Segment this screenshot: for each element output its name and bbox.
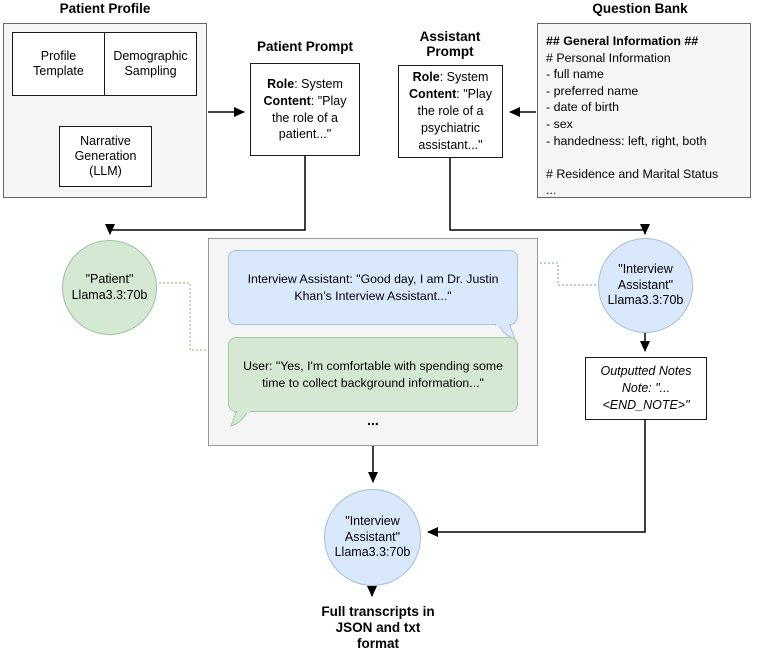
assistant-message-bubble: Interview Assistant: "Good day, I am Dr.… <box>228 250 518 325</box>
patient-prompt-title: Patient Prompt <box>256 39 353 54</box>
interview-agent-name: "Interview Assistant" <box>617 262 674 292</box>
profile-template-box: Profile Template <box>12 32 105 96</box>
interview-agent-model: Llama3.3:70b <box>607 293 684 308</box>
question-bank-line <box>546 149 750 166</box>
assistant-prompt-title: Assistant Prompt <box>419 29 481 59</box>
interview-agent-text: "Interview Assistant" Llama3.3:70b <box>606 262 686 309</box>
question-bank-line: - handedness: left, right, both <box>546 133 707 148</box>
question-bank-line: ... <box>546 183 557 198</box>
narrative-generation-label: Narrative Generation (LLM) <box>74 133 137 179</box>
notes-agent-name: "Interview Assistant" <box>344 514 401 544</box>
assistant-message-text: Interview Assistant: "Good day, I am Dr.… <box>247 271 499 303</box>
patient-agent-circle: "Patient" Llama3.3:70b <box>62 240 157 335</box>
patient-profile-title: Patient Profile <box>59 1 151 16</box>
outputted-notes-box: Outputted Notes Note: "... <END_NOTE>" <box>585 357 707 420</box>
question-bank-line: - sex <box>546 116 573 131</box>
question-bank-line: - date of birth <box>546 100 620 115</box>
assistant-prompt-text: Role: System Content: "Play the role of … <box>409 70 492 152</box>
patient-prompt-box: Role: System Content: "Play the role of … <box>250 63 360 156</box>
profile-template-label: Profile Template <box>33 48 84 78</box>
question-bank-box: ## General Information ## # Personal Inf… <box>537 23 751 198</box>
question-bank-title: Question Bank <box>592 1 688 16</box>
notes-agent-circle: "Interview Assistant" Llama3.3:70b <box>324 489 421 586</box>
narrative-generation-box: Narrative Generation (LLM) <box>59 126 152 187</box>
question-bank-line: # Residence and Marital Status <box>546 166 719 181</box>
notes-agent-model: Llama3.3:70b <box>334 545 411 560</box>
demographic-sampling-box: Demographic Sampling <box>104 32 197 96</box>
question-bank-line: # Personal Information <box>546 50 671 65</box>
output-label: Full transcripts in JSON and txt format <box>321 604 435 652</box>
patient-agent-name: "Patient" <box>85 271 134 286</box>
interview-agent-circle: "Interview Assistant" Llama3.3:70b <box>598 238 693 333</box>
notes-agent-text: "Interview Assistant" Llama3.3:70b <box>332 514 414 561</box>
demographic-sampling-label: Demographic Sampling <box>113 48 188 78</box>
chat-ellipsis: ... <box>367 412 379 428</box>
patient-prompt-text: Role: System Content: "Play the role of … <box>263 76 347 142</box>
patient-agent-text: "Patient" Llama3.3:70b <box>72 272 148 303</box>
user-bubble-tail <box>230 411 251 427</box>
question-bank-line: - preferred name <box>546 83 639 98</box>
question-bank-line: - full name <box>546 67 604 82</box>
assistant-prompt-box: Role: System Content: "Play the role of … <box>398 65 503 158</box>
patient-agent-model: Llama3.3:70b <box>71 287 148 302</box>
question-bank-line: ## General Information ## <box>546 34 699 48</box>
user-message-bubble: User: "Yes, I'm comfortable with spendin… <box>228 337 518 412</box>
user-message-text: User: "Yes, I'm comfortable with spendin… <box>243 358 503 390</box>
outputted-notes-text: Outputted Notes Note: "... <END_NOTE>" <box>600 364 692 412</box>
